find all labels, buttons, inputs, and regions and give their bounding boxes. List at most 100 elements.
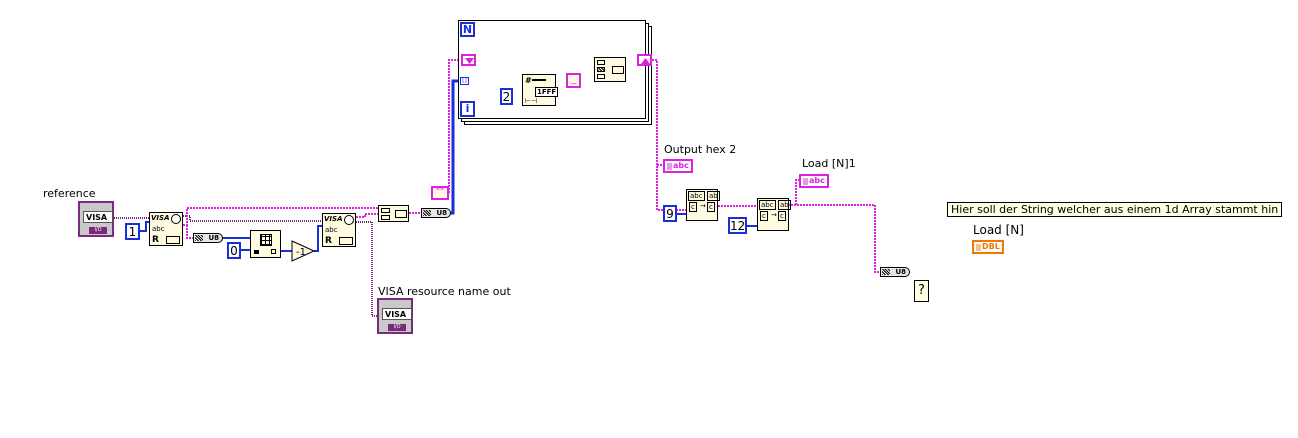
string-subset-node-2[interactable]: abc ab c → c <box>757 198 791 231</box>
concat-input-icon <box>597 60 605 65</box>
string-in-icon: abc <box>688 191 705 201</box>
visa-out-label: VISA resource name out <box>378 285 511 298</box>
constant-offset-9-value: 9 <box>666 207 674 221</box>
visa-read-title-2: VISA <box>324 215 343 223</box>
read-buffer-icon-2 <box>339 237 353 245</box>
visa-out-indicator: VISA I/O <box>377 298 413 334</box>
load-n-type: DBL <box>982 242 1000 251</box>
empty-string-value: "" <box>435 187 445 197</box>
hash-icon: # <box>525 76 532 85</box>
decrement-label: -1 <box>296 247 306 258</box>
concatenate-strings-node-2[interactable] <box>594 57 626 82</box>
num-wire-u8-to-tunnel <box>449 79 462 215</box>
decrement-node[interactable]: -1 <box>291 240 315 262</box>
visa-out-value: VISA <box>382 308 412 320</box>
empty-string-constant[interactable]: "" <box>431 186 449 200</box>
load-n1-label: Load [N]1 <box>802 157 856 170</box>
reference-visa-control[interactable]: VISA I/O <box>78 201 114 237</box>
shift-register-up-arrow-icon <box>641 58 650 64</box>
number-to-hex-string-node[interactable]: # 1FFF ⊢⊣ <box>522 74 559 106</box>
clock-icon-2 <box>344 215 354 225</box>
type-cast-u8-2[interactable]: U8 <box>421 208 451 218</box>
string-wire-read1-to-concat <box>183 207 380 226</box>
loop-iteration-terminal: i <box>460 101 475 117</box>
concat-input-icon <box>597 74 605 79</box>
comment-text: Hier soll der String welcher aus einem 1… <box>951 203 1279 216</box>
reference-label: reference <box>43 187 96 200</box>
visa-wire-read2-to-out <box>356 221 380 317</box>
io-badge: I/O <box>89 227 107 234</box>
output-hex-2-type: abc <box>673 161 689 170</box>
length-icon: c <box>778 211 786 221</box>
num-wire-dec-to-read2 <box>314 225 323 252</box>
type-cast-u8-3[interactable]: U8 <box>880 267 910 277</box>
string-in-icon: abc <box>759 200 776 210</box>
clock-icon <box>171 214 181 224</box>
concat-input-icon <box>597 67 605 72</box>
unknown-node-glyph: ? <box>918 283 925 298</box>
shift-register-left[interactable] <box>461 54 476 66</box>
index-array-node[interactable] <box>250 230 281 258</box>
constant-offset-12[interactable]: 12 <box>728 217 747 234</box>
width-input-icon: ⊢⊣ <box>525 97 538 105</box>
reference-visa-value: VISA <box>83 211 113 223</box>
concat-output-icon <box>612 66 624 74</box>
constant-offset-9[interactable]: 9 <box>663 205 677 222</box>
constant-width[interactable]: 2 <box>500 88 513 105</box>
index-tunnel: [] <box>460 77 469 85</box>
load-n-indicator: DBL <box>972 240 1004 254</box>
separator-string-constant[interactable]: _ <box>566 73 581 88</box>
load-n1-indicator: abc <box>799 174 829 188</box>
string-wire-sr-out <box>652 59 687 211</box>
offset-icon: c <box>689 202 697 212</box>
array-grid-icon <box>260 234 272 246</box>
shift-register-down-arrow-icon <box>465 58 474 64</box>
substring-out-icon: ab <box>778 200 791 210</box>
arrow-icon: → <box>771 211 777 219</box>
index-input-icon <box>254 250 259 254</box>
concatenate-strings-node-1[interactable] <box>378 205 409 222</box>
index-tunnel-label: [] <box>462 77 467 84</box>
type-cast-u8-2-label: U8 <box>436 209 447 217</box>
loop-count-terminal[interactable]: N <box>460 22 475 37</box>
separator-string-value: _ <box>571 74 576 85</box>
comment-note[interactable]: Hier soll der String welcher aus einem 1… <box>947 202 1283 217</box>
loop-iteration-label: i <box>465 102 470 115</box>
visa-read-sub: abc <box>152 225 165 233</box>
string-wire-read1-to-u8 <box>186 225 195 239</box>
hex-glyph: 1FFF <box>535 87 559 97</box>
visa-read-mode-2: R <box>325 236 332 246</box>
loop-count-label: N <box>462 23 473 36</box>
constant-width-value: 2 <box>502 90 511 104</box>
shift-register-right[interactable] <box>637 54 652 66</box>
load-n-label: Load [N] <box>973 223 1024 237</box>
element-output-icon <box>271 249 276 254</box>
arrow-icon: → <box>700 202 706 210</box>
output-hex-2-label: Output hex 2 <box>664 143 737 156</box>
unknown-node[interactable]: ? <box>914 280 929 302</box>
type-cast-u8-1[interactable]: U8 <box>193 233 223 243</box>
visa-read-sub-2: abc <box>325 226 338 234</box>
string-wire-empty-to-sr <box>448 59 462 193</box>
num-wire-1-to-read1 <box>140 221 150 232</box>
visa-read-mode: R <box>152 235 159 245</box>
concat-input-icon <box>381 208 390 213</box>
io-badge-out: I/O <box>388 324 406 331</box>
concat-input-icon <box>381 215 390 220</box>
type-cast-u8-1-label: U8 <box>208 234 219 242</box>
visa-read-node-2[interactable]: VISA abc R <box>322 213 356 247</box>
concat-output-icon <box>395 210 407 218</box>
constant-offset-12-value: 12 <box>730 219 746 233</box>
constant-byte-count-value: 1 <box>128 225 137 239</box>
load-n1-type: abc <box>809 176 825 185</box>
substring-out-icon: ab <box>707 191 720 201</box>
string-subset-node-1[interactable]: abc ab c → c <box>686 189 720 221</box>
constant-index[interactable]: 0 <box>227 242 241 259</box>
read-buffer-icon <box>166 236 180 244</box>
visa-wire-read1-to-read2 <box>183 215 323 222</box>
constant-byte-count[interactable]: 1 <box>125 223 140 240</box>
visa-read-node-1[interactable]: VISA abc R <box>149 212 183 246</box>
visa-read-title: VISA <box>151 214 170 222</box>
constant-index-value: 0 <box>230 244 238 258</box>
output-hex-2-indicator: abc <box>663 159 693 173</box>
